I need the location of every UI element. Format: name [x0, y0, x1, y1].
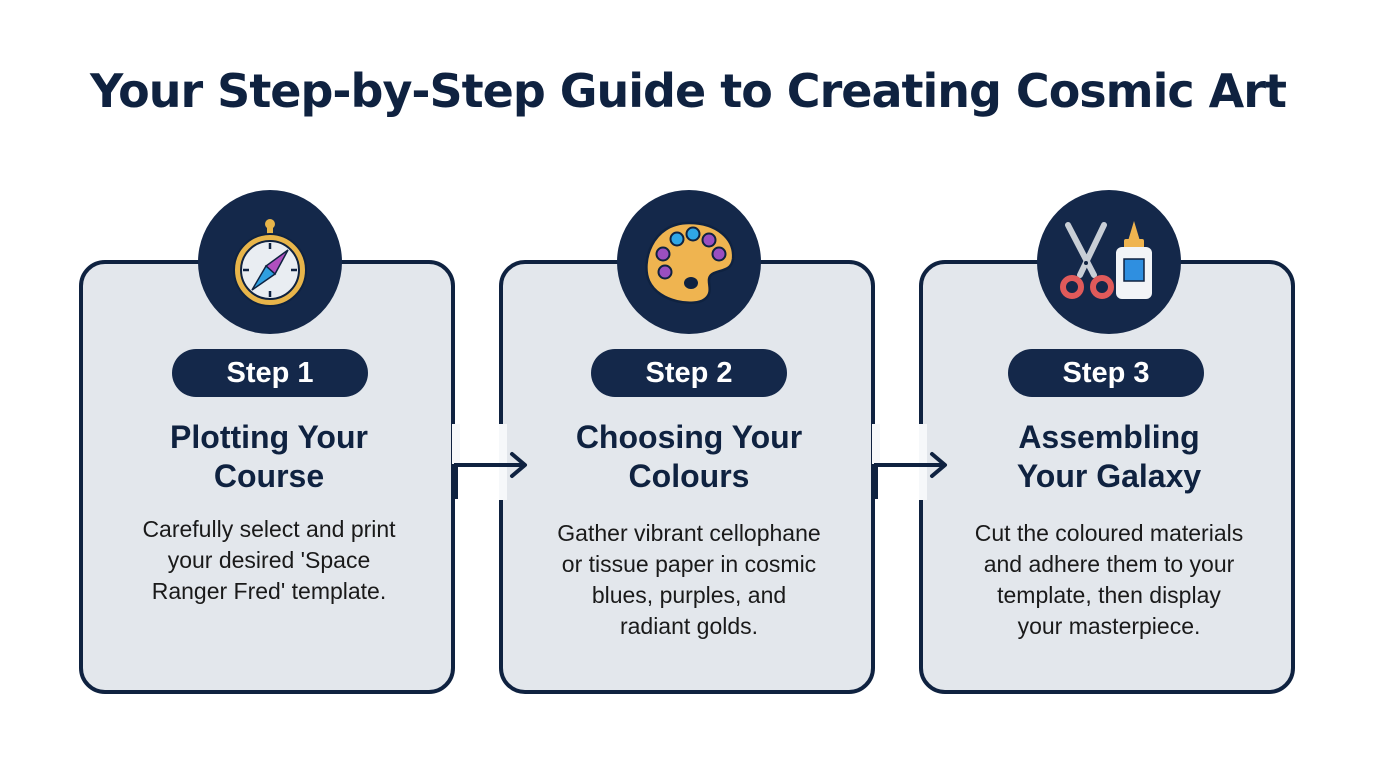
border-gap [499, 424, 507, 500]
border-gap [919, 424, 927, 500]
step-badge-3: Step 3 [1008, 349, 1204, 397]
desc-line: or tissue paper in cosmic [561, 551, 817, 577]
desc-line: blues, purples, and [591, 582, 787, 608]
desc-line: your desired 'Space [167, 547, 371, 573]
heading-line: Colours [628, 458, 750, 494]
desc-line: and adhere them to your [983, 551, 1235, 577]
border-gap [452, 424, 460, 464]
desc-line: template, then display [997, 582, 1221, 608]
step-description-1: Carefully select and print your desired … [81, 514, 457, 607]
step-heading-1: Plotting Your Course [81, 418, 457, 496]
desc-line: Ranger Fred' template. [151, 578, 387, 604]
desc-line: Carefully select and print [142, 516, 396, 542]
step-heading-2: Choosing Your Colours [501, 418, 877, 496]
border-gap [872, 424, 880, 464]
palette-icon [645, 221, 735, 305]
heading-line: Your Galaxy [1016, 458, 1202, 494]
desc-line: Cut the coloured materials [974, 520, 1244, 546]
icon-badge-2 [617, 190, 761, 334]
step-badge-1: Step 1 [172, 349, 368, 397]
step-description-3: Cut the coloured materials and adhere th… [921, 518, 1297, 642]
step-heading-3: Assembling Your Galaxy [921, 418, 1297, 496]
compass-icon [233, 219, 307, 307]
heading-line: Plotting Your [170, 419, 368, 455]
heading-line: Course [213, 458, 325, 494]
arrow-right-icon [454, 452, 527, 499]
desc-line: Gather vibrant cellophane [557, 520, 821, 546]
step-description-2: Gather vibrant cellophane or tissue pape… [501, 518, 877, 642]
icon-badge-3 [1037, 190, 1181, 334]
desc-line: your masterpiece. [1017, 613, 1201, 639]
step-badge-2: Step 2 [591, 349, 787, 397]
page-title: Your Step-by-Step Guide to Creating Cosm… [90, 64, 1287, 118]
desc-line: radiant golds. [619, 613, 759, 639]
icon-badge-1 [198, 190, 342, 334]
heading-line: Assembling [1018, 419, 1200, 455]
scissors-glue-icon [1060, 221, 1152, 299]
arrow-right-icon [874, 452, 947, 499]
heading-line: Choosing Your [575, 419, 803, 455]
